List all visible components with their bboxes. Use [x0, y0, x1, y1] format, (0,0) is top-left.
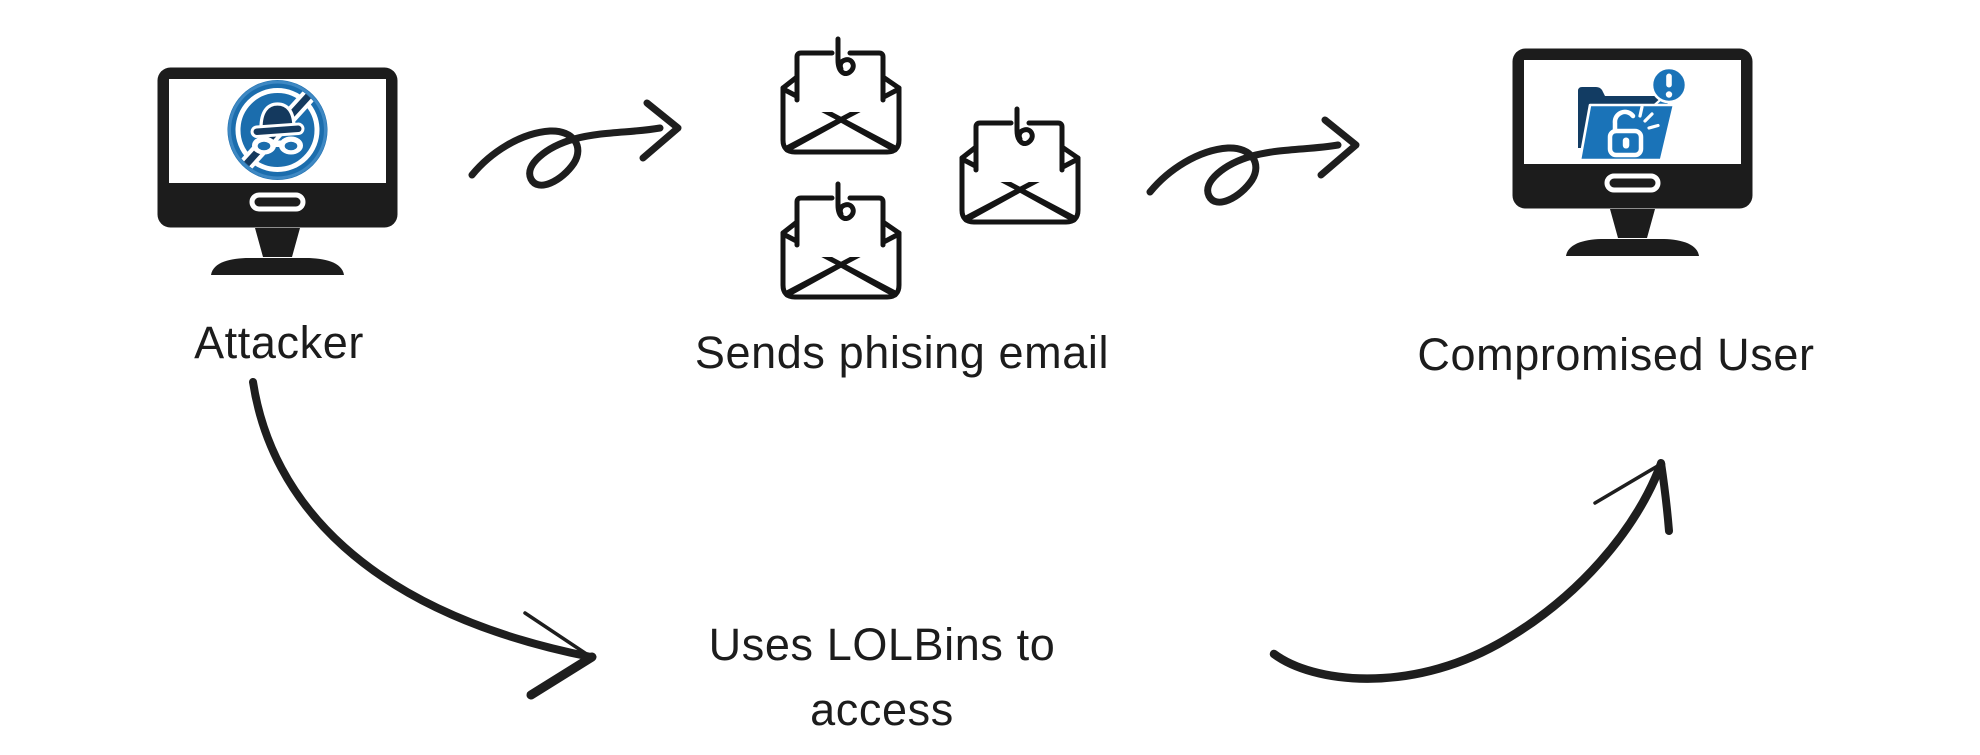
- lolbins-annotation-line2: user info: [632, 742, 1132, 755]
- curve-arrow-attacker-to-lolbins-icon: [249, 378, 597, 700]
- phishing-envelope-icon-3: [959, 106, 1081, 225]
- breached-folder-alert-icon: [1578, 66, 1688, 162]
- phishing-envelope-icon-2: [780, 181, 902, 300]
- incognito-spy-blocked-icon: [227, 80, 328, 180]
- loop-arrow-attacker-to-email-icon: [468, 99, 682, 189]
- compromised-label: Compromised User: [1417, 329, 1815, 380]
- compromised-monitor-icon: [1512, 48, 1753, 256]
- phishing-label: Sends phising email: [694, 327, 1110, 378]
- attacker-monitor-icon: [157, 67, 398, 275]
- breach-spark-lines: [1638, 105, 1660, 130]
- phishing-envelope-icon-1: [780, 36, 902, 155]
- lolbins-annotation-line1: Uses LOLBins to access: [708, 619, 1056, 735]
- open-padlock-icon: [1607, 109, 1644, 158]
- attacker-label: Attacker: [194, 317, 364, 368]
- spy-hat-and-mask: [250, 102, 305, 155]
- loop-arrow-email-to-user-icon: [1146, 116, 1360, 206]
- curve-arrow-lolbins-to-user-icon: [1269, 459, 1673, 683]
- lolbins-annotation: Uses LOLBins to access user info: [632, 612, 1132, 755]
